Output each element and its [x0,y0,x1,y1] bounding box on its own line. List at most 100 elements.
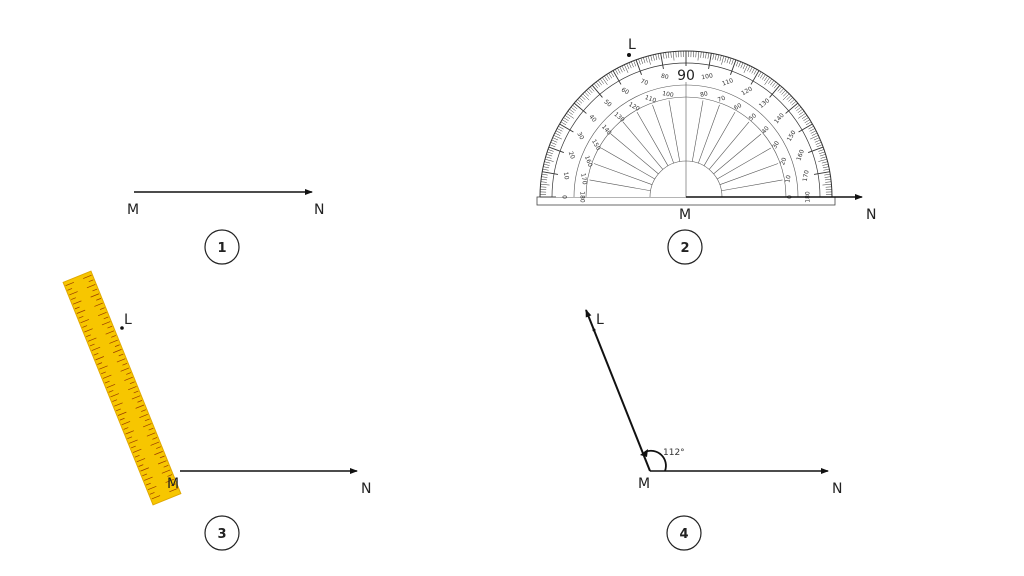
ruler-tick [121,421,131,426]
protractor-tick [824,176,831,178]
ruler-tick [82,325,88,328]
ruler-tick [114,344,120,347]
protractor-tick [552,137,559,141]
ruler-tick [139,413,148,418]
protractor-tick [820,156,827,159]
ruler-tick [146,432,156,437]
point-l-label: L [628,37,636,53]
ruler-tick [127,436,133,440]
step-number-circle [204,229,240,265]
protractor-tick [810,130,817,134]
ruler-tick [99,307,105,310]
protractor-tick [794,104,800,110]
ruler-tick [103,316,109,320]
protractor-tick [750,70,760,85]
protractor-tick [544,161,551,164]
protractor-tick [814,139,821,143]
protractor-tick [813,171,830,175]
protractor-tick [635,59,642,75]
step-number-circle [204,515,240,551]
protractor-inner-number: 100 [662,90,675,99]
protractor-tick [551,139,558,143]
protractor-tick [549,144,556,148]
protractor-ray [717,147,772,180]
protractor-tick [751,67,755,74]
protractor-tick [547,151,553,154]
protractor-tick [799,110,805,115]
protractor-tick [650,55,653,62]
ruler-tick [91,346,101,351]
protractor-tick [809,128,816,132]
protractor-tick [714,54,717,61]
protractor-tick [801,115,808,119]
protractor-tick [593,83,599,89]
ruler-tick [113,349,122,354]
protractor-tick [813,137,820,141]
step-number: 2 [680,241,689,256]
protractor-tick [547,149,554,152]
protractor-tick [602,77,608,85]
protractor-tick [660,53,664,70]
step-number: 3 [217,527,226,542]
ruler-tick [84,328,93,333]
protractor-tick [662,52,665,59]
protractor-inner-number: 150 [590,138,602,152]
protractor-ray [719,163,779,185]
ruler-tick [144,476,153,481]
protractor-outer-number: 0 [561,195,568,199]
ruler-tick [148,427,154,431]
protractor-tick [724,56,727,63]
ruler-tick [96,298,102,301]
step-number: 4 [679,527,688,542]
protractor-tick [575,101,581,106]
protractor-tick [789,99,795,104]
protractor-tick [717,54,720,61]
protractor-tick [735,60,739,67]
point-l-label: L [124,312,132,328]
protractor-tick [569,108,575,113]
protractor-tick [819,151,825,154]
ruler-tick [72,300,82,305]
protractor-outer-number: 150 [786,129,798,143]
point-n-label: N [361,481,371,497]
ruler-tick [114,402,123,407]
protractor-tick [586,90,591,95]
protractor-tick [580,95,586,100]
protractor-tick [824,178,831,181]
ruler-tick [124,376,133,381]
ruler-tick [129,381,135,385]
protractor-tick [719,55,722,62]
protractor-tick [726,57,729,64]
protractor-tick [584,91,589,97]
ruler-tick [111,335,117,338]
protractor-tick [822,184,832,186]
ruler-tick [83,274,92,279]
protractor-tick [543,163,550,166]
protractor-tick [614,69,619,75]
ruler-tick [122,362,128,366]
point-n-label: N [832,481,842,497]
protractor-tick [617,67,621,74]
protractor-ray [589,179,651,192]
protractor-ray [708,121,750,170]
protractor-tick [822,166,829,169]
protractor-tick [697,51,699,61]
protractor-tick [567,110,573,115]
ruler-tick [101,371,106,375]
protractor-tick [559,123,574,133]
protractor-tick [638,58,641,65]
protractor-outer-number: 20 [567,150,576,160]
protractor-tick [566,113,574,119]
protractor-tick [824,173,831,176]
protractor-tick [805,121,812,126]
protractor-tick [606,74,610,80]
protractor-outer-number: 30 [575,131,585,141]
ruler-tick [130,445,136,449]
protractor-tick [808,125,814,130]
protractor-tick [643,57,646,64]
protractor-tick [753,69,758,75]
protractor-tick [540,181,547,183]
protractor-ray [691,100,704,162]
protractor-tick [673,51,675,61]
